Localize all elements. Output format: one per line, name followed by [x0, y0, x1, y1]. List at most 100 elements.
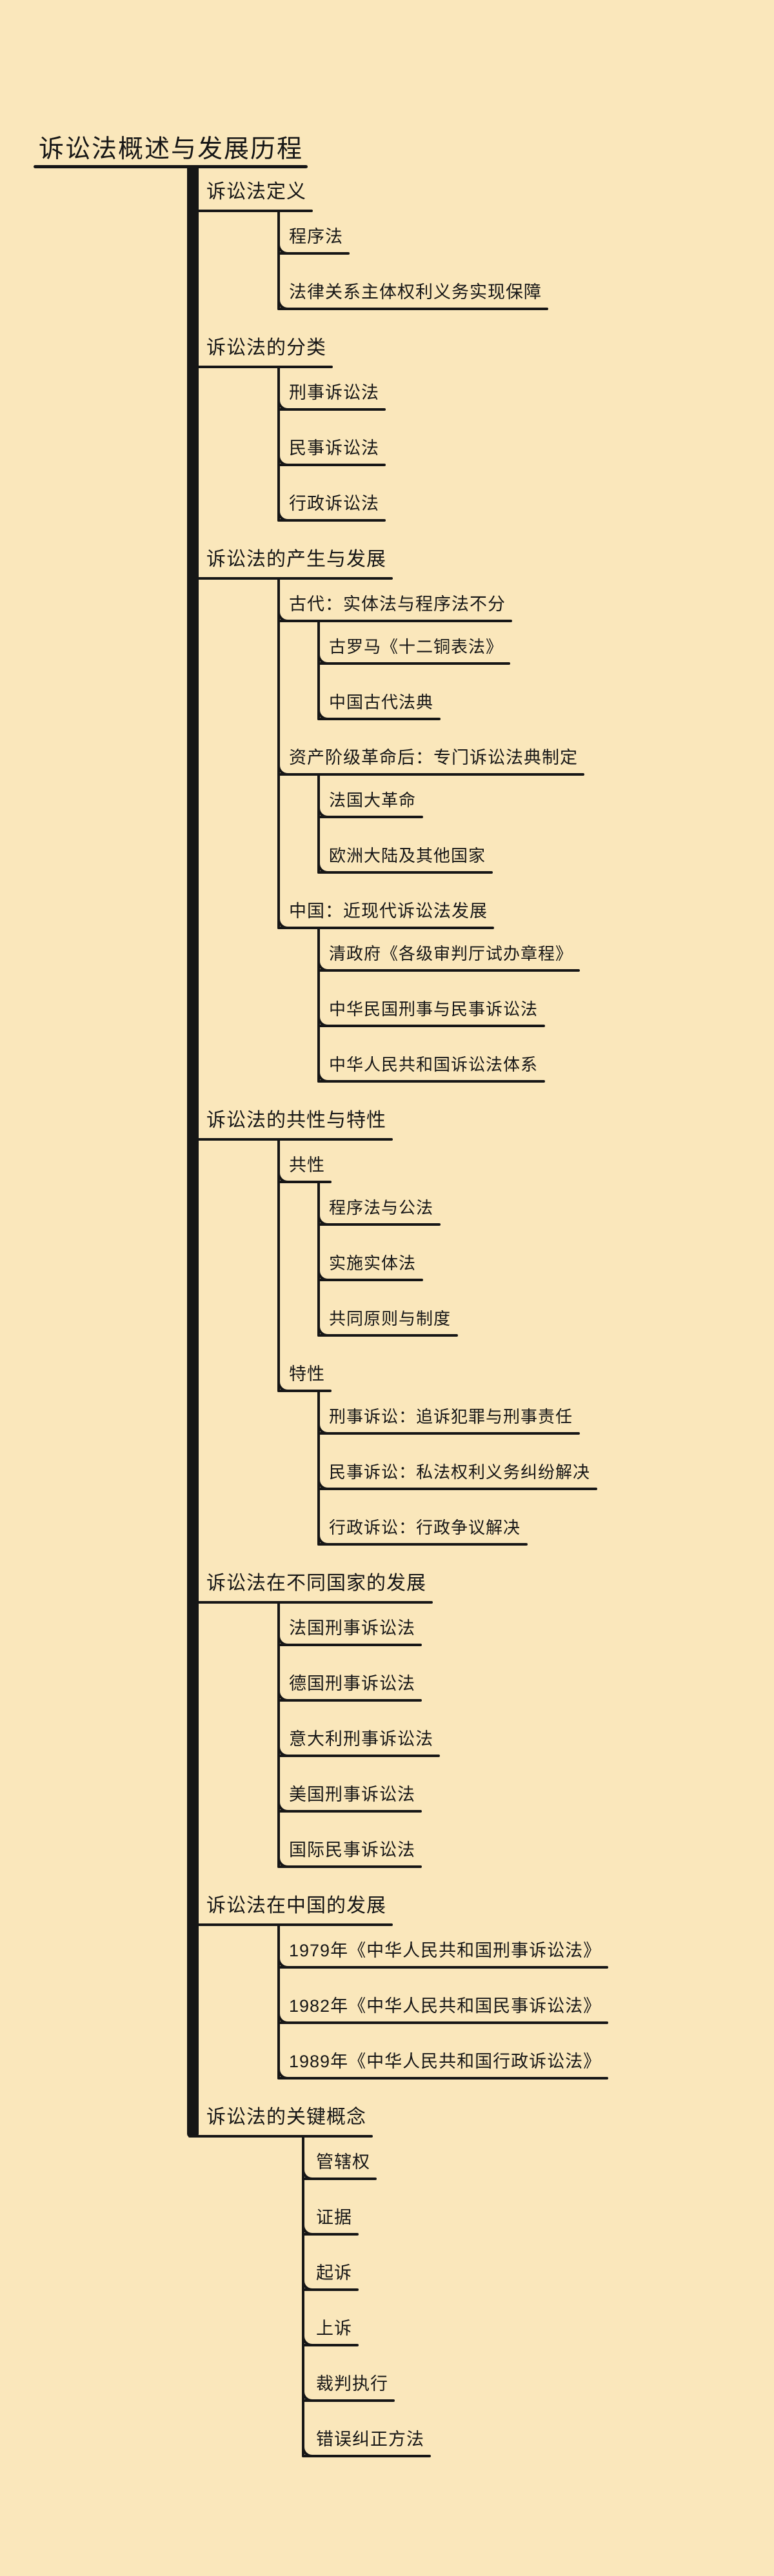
- node-underline: [277, 1644, 422, 1646]
- node-underline: [302, 2399, 395, 2402]
- branch-curve-hook: [277, 510, 289, 522]
- mindmap-node-label[interactable]: 古代：实体法与程序法不分: [289, 595, 506, 614]
- branch-curve-hook: [302, 2168, 313, 2180]
- mindmap-node-label[interactable]: 行政诉讼法: [289, 494, 379, 513]
- mindmap-node-label[interactable]: 中国古代法典: [329, 693, 434, 712]
- node-underline: [277, 620, 512, 622]
- branch-curve-hook: [277, 299, 289, 310]
- mindmap-node-label[interactable]: 古罗马《十二铜表法》: [329, 637, 504, 656]
- mindmap-node-label[interactable]: 民事诉讼：私法权利义务纠纷解决: [329, 1462, 591, 1482]
- branch-curve-hook: [317, 960, 329, 972]
- branch-curve-hook: [277, 1801, 289, 1813]
- mindmap-node-label[interactable]: 诉讼法在中国的发展: [206, 1895, 386, 1916]
- mindmap-node-label[interactable]: 实施实体法: [329, 1254, 417, 1273]
- branch-vertical-line: [317, 621, 320, 720]
- mindmap-node-label[interactable]: 美国刑事诉讼法: [289, 1785, 415, 1804]
- node-underline: [277, 1810, 422, 1813]
- mindmap-node-label[interactable]: 诉讼法的关键概念: [206, 2107, 366, 2128]
- mindmap-node-label[interactable]: 1989年《中华人民共和国行政诉讼法》: [289, 2052, 602, 2071]
- node-underline: [302, 2288, 359, 2291]
- node-underline: [317, 1432, 580, 1435]
- mindmap-node-label[interactable]: 意大利刑事诉讼法: [289, 1729, 433, 1749]
- branch-curve-hook: [317, 653, 329, 665]
- mindmap-node-label[interactable]: 诉讼法的共性与特性: [206, 1110, 386, 1131]
- mindmap-node-label[interactable]: 起诉: [316, 2263, 352, 2283]
- branch-curve-hook: [317, 1016, 329, 1027]
- mindmap-node-label[interactable]: 诉讼法的分类: [206, 337, 326, 359]
- branch-vertical-line: [317, 774, 320, 874]
- node-underline: [277, 464, 386, 466]
- node-underline: [188, 1601, 433, 1604]
- branch-curve-hook: [317, 1325, 329, 1337]
- node-underline: [277, 2021, 608, 2024]
- mindmap-node-label[interactable]: 特性: [289, 1364, 325, 1384]
- mindmap-node-label[interactable]: 刑事诉讼：追诉犯罪与刑事责任: [329, 1407, 573, 1426]
- branch-vertical-line: [277, 1602, 280, 1868]
- branch-vertical-line: [317, 1182, 320, 1337]
- branch-vertical-line: [277, 578, 280, 929]
- mindmap-node-label[interactable]: 德国刑事诉讼法: [289, 1674, 415, 1693]
- branch-curve-hook: [277, 1745, 289, 1757]
- mindmap-node-label[interactable]: 中华人民共和国诉讼法体系: [329, 1055, 539, 1074]
- node-underline: [302, 2344, 359, 2346]
- branch-curve-hook: [277, 1172, 289, 1183]
- mindmap-node-label[interactable]: 法律关系主体权利义务实现保障: [289, 282, 542, 302]
- mindmap-node-label[interactable]: 行政诉讼：行政争议解决: [329, 1518, 521, 1537]
- mindmap-node-label[interactable]: 1982年《中华人民共和国民事诉讼法》: [289, 1996, 602, 2016]
- mindmap-node-label[interactable]: 诉讼法在不同国家的发展: [206, 1573, 426, 1594]
- node-underline: [277, 408, 386, 411]
- branch-curve-hook: [302, 2446, 313, 2457]
- mindmap-node-label[interactable]: 共性: [289, 1155, 325, 1175]
- mindmap-node-label[interactable]: 中国：近现代诉讼法发展: [289, 901, 488, 921]
- branch-vertical-line: [277, 1139, 280, 1392]
- mindmap-node-label[interactable]: 法国大革命: [329, 791, 417, 810]
- mindmap-node-label[interactable]: 国际民事诉讼法: [289, 1840, 415, 1860]
- mindmap-node-label[interactable]: 共同原则与制度: [329, 1309, 452, 1328]
- node-underline: [317, 1080, 545, 1083]
- branch-curve-hook: [277, 2068, 289, 2079]
- branch-curve-hook: [277, 1635, 289, 1646]
- node-underline: [317, 1025, 545, 1027]
- mindmap-node-label[interactable]: 裁判执行: [316, 2374, 388, 2394]
- node-underline: [277, 252, 350, 255]
- branch-curve-hook: [277, 1690, 289, 1702]
- branch-curve-hook: [317, 1534, 329, 1546]
- branch-curve-hook: [277, 764, 289, 776]
- mindmap-root-node[interactable]: 诉讼法概述与发展历程: [39, 135, 304, 163]
- mindmap-node-label[interactable]: 程序法: [289, 227, 343, 246]
- branch-curve-hook: [317, 1270, 329, 1281]
- branch-curve-hook: [277, 1957, 289, 1969]
- node-underline: [317, 1279, 423, 1281]
- branch-vertical-line: [317, 1391, 320, 1546]
- mindmap-node-label[interactable]: 1979年《中华人民共和国刑事诉讼法》: [289, 1941, 602, 1960]
- mindmap-node-label[interactable]: 管辖权: [316, 2152, 370, 2172]
- mindmap-node-label[interactable]: 法国刑事诉讼法: [289, 1618, 415, 1638]
- node-underline: [188, 577, 393, 580]
- mindmap-node-label[interactable]: 诉讼法的产生与发展: [206, 549, 386, 570]
- branch-curve-hook: [277, 2012, 289, 2024]
- mindmap-node-label[interactable]: 欧洲大陆及其他国家: [329, 846, 486, 865]
- branch-vertical-line: [277, 367, 280, 522]
- node-underline: [277, 1699, 422, 1702]
- node-underline: [277, 1966, 608, 1969]
- mindmap-node-label[interactable]: 民事诉讼法: [289, 438, 379, 458]
- node-underline: [317, 1488, 597, 1490]
- mindmap-node-label[interactable]: 程序法与公法: [329, 1198, 434, 1217]
- mindmap-node-label[interactable]: 上诉: [316, 2319, 352, 2338]
- branch-curve-hook: [302, 2224, 313, 2236]
- node-underline: [317, 718, 441, 720]
- mindmap-node-label[interactable]: 证据: [316, 2208, 352, 2227]
- node-underline: [188, 1138, 393, 1141]
- mindmap-node-label[interactable]: 诉讼法定义: [206, 181, 306, 202]
- node-underline: [277, 519, 386, 522]
- mindmap-node-label[interactable]: 刑事诉讼法: [289, 383, 379, 402]
- mindmap-node-label[interactable]: 错误纠正方法: [316, 2430, 424, 2449]
- branch-curve-hook: [277, 399, 289, 411]
- node-underline: [188, 210, 313, 212]
- node-underline: [302, 2233, 359, 2236]
- mindmap-node-label[interactable]: 资产阶级革命后：专门诉讼法典制定: [289, 748, 578, 767]
- node-underline: [317, 1543, 528, 1546]
- mindmap-node-label[interactable]: 中华民国刑事与民事诉讼法: [329, 999, 539, 1019]
- mindmap-node-label[interactable]: 清政府《各级审判厅试办章程》: [329, 944, 573, 963]
- root-node-underline: [34, 165, 308, 168]
